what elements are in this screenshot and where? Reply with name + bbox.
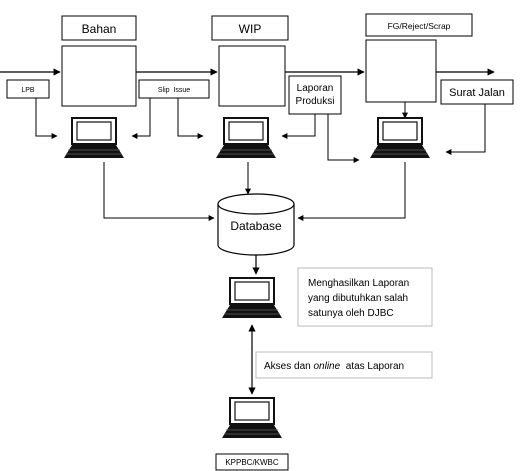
access-note-online: online (313, 361, 340, 372)
database-icon (217, 193, 295, 256)
laptop-fg-icon (369, 117, 431, 159)
slip-issue-box (138, 79, 210, 99)
access-note-prefix: Akses dan (264, 361, 313, 372)
slip-issue-label: Slip Issue (158, 87, 190, 94)
laptop-report-icon (221, 277, 283, 319)
bahan-box (61, 45, 137, 107)
kppbc-label: KPPBC/KWBC (225, 458, 279, 467)
lpb-label: LPB (21, 87, 35, 94)
report-note-line2: yang dibutuhkan salah (308, 293, 408, 304)
report-note-box (297, 267, 433, 327)
laporan-to-laptop3-arrow (327, 114, 360, 163)
laporan-produksi-line2: Produksi (296, 96, 335, 107)
surat-jalan-label: Surat Jalan (449, 87, 505, 99)
slip-to-laptop2-arrow (177, 98, 204, 139)
wip-label: WIP (239, 22, 262, 36)
laptop-bahan-icon (63, 117, 125, 159)
kppbc-box (215, 453, 289, 471)
laporan-produksi-line1: Laporan (297, 83, 334, 94)
bahan-label: Bahan (82, 22, 117, 36)
access-note-text: Akses dan online atas Laporan (264, 361, 404, 372)
laptop3-to-db-arrow (297, 162, 406, 221)
report-note-line1: Menghasilkan Laporan (308, 278, 409, 289)
laporan-to-laptop2-arrow (281, 114, 316, 139)
access-note-suffix: atas Laporan (340, 361, 404, 372)
fg-label: FG/Reject/Scrap (388, 21, 451, 31)
wip-box (218, 45, 286, 107)
fg-header (365, 13, 473, 37)
suratjalan-to-laptop3-arrow (445, 104, 486, 155)
slip-to-laptop1-arrow (131, 98, 151, 139)
laporan-produksi-box (288, 75, 342, 115)
report-note-line3: satunya oleh DJBC (308, 308, 394, 319)
laptop1-to-db-arrow (103, 162, 215, 221)
laptop-wip-icon (215, 117, 277, 159)
wip-header (211, 15, 289, 41)
bahan-header (61, 15, 137, 41)
access-note-box (255, 351, 433, 379)
surat-jalan-box (440, 79, 514, 105)
lpb-to-laptop1-arrow (35, 98, 58, 139)
fg-box (365, 39, 437, 103)
laptop-customs-icon (221, 397, 283, 439)
lpb-box (6, 79, 50, 99)
database-label: Database (230, 219, 282, 233)
